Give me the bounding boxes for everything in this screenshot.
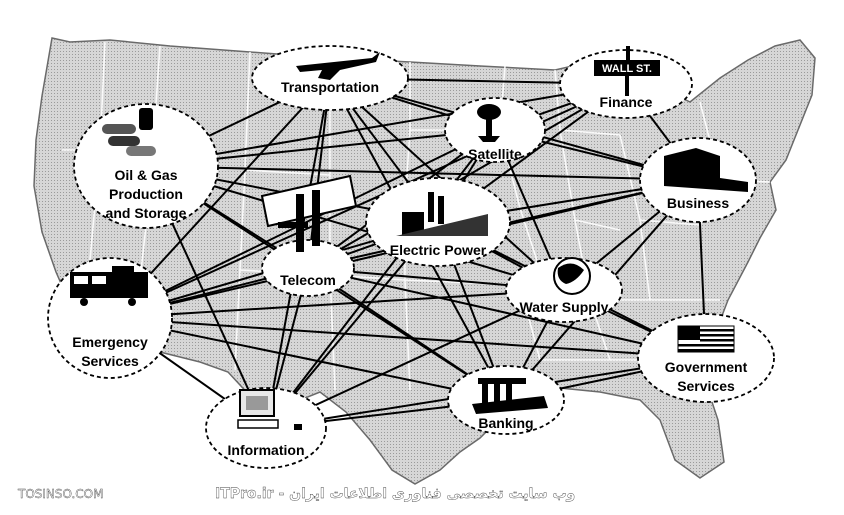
node-label-finance: Finance xyxy=(600,94,653,110)
node-label-electric-power: Electric Power xyxy=(390,242,487,258)
node-label-transportation: Transportation xyxy=(281,79,379,95)
node-label-emergency: Emergency xyxy=(72,334,148,350)
airplane-icon xyxy=(296,52,380,80)
node-label-telecom: Telecom xyxy=(280,272,336,288)
node-label-government: Government xyxy=(665,359,748,375)
satellite-dish-icon xyxy=(477,104,501,142)
us-flag-icon xyxy=(677,325,735,353)
node-label-oil-gas: Production xyxy=(109,186,183,202)
computer-icon xyxy=(237,389,302,430)
node-ellipse xyxy=(73,103,219,229)
node-label-government: Services xyxy=(677,378,735,394)
node-label-oil-gas: Oil & Gas xyxy=(114,167,177,183)
link-emergency-government xyxy=(109,317,707,359)
node-label-satellite: Satellite xyxy=(468,146,522,162)
node-label-oil-gas: and Storage xyxy=(106,205,187,221)
oil-barrels-icon xyxy=(102,108,156,156)
node-ellipse xyxy=(261,239,355,297)
link-telecom-government xyxy=(307,267,707,359)
emergency-vehicles-icon xyxy=(70,266,148,306)
bank-building-icon xyxy=(472,378,548,414)
node-satellite: Satellite xyxy=(444,97,546,163)
office-building-icon xyxy=(664,148,748,192)
node-label-business: Business xyxy=(667,195,729,211)
node-telecom: Telecom xyxy=(261,239,355,297)
link-water-supply-emergency xyxy=(109,289,565,319)
node-label-information: Information xyxy=(228,442,305,458)
credit-right: ITPro.ir - وب سایت تخصصی فناوری اطلاعات … xyxy=(215,486,575,502)
credit-left: TOSINSO.COM xyxy=(17,487,103,501)
link-oil-gas-business xyxy=(145,165,699,181)
telecom-tower-icon xyxy=(260,174,358,252)
water-globe-icon xyxy=(553,257,591,295)
link-finance-oil-gas xyxy=(145,83,627,167)
node-label-banking: Banking xyxy=(478,415,533,431)
node-label-emergency: Services xyxy=(81,353,139,369)
node-ellipse xyxy=(637,313,775,403)
node-label-water-supply: Water Supply xyxy=(520,299,609,315)
link-oil-gas-water-supply xyxy=(145,165,565,291)
wall-st-sign: WALL ST. xyxy=(602,63,652,75)
street-sign-icon: WALL ST. xyxy=(594,46,660,96)
power-plant-icon xyxy=(396,192,488,236)
node-ellipse xyxy=(444,97,546,163)
link-water-supply-information xyxy=(265,289,565,429)
link-emergency-banking xyxy=(109,317,507,401)
